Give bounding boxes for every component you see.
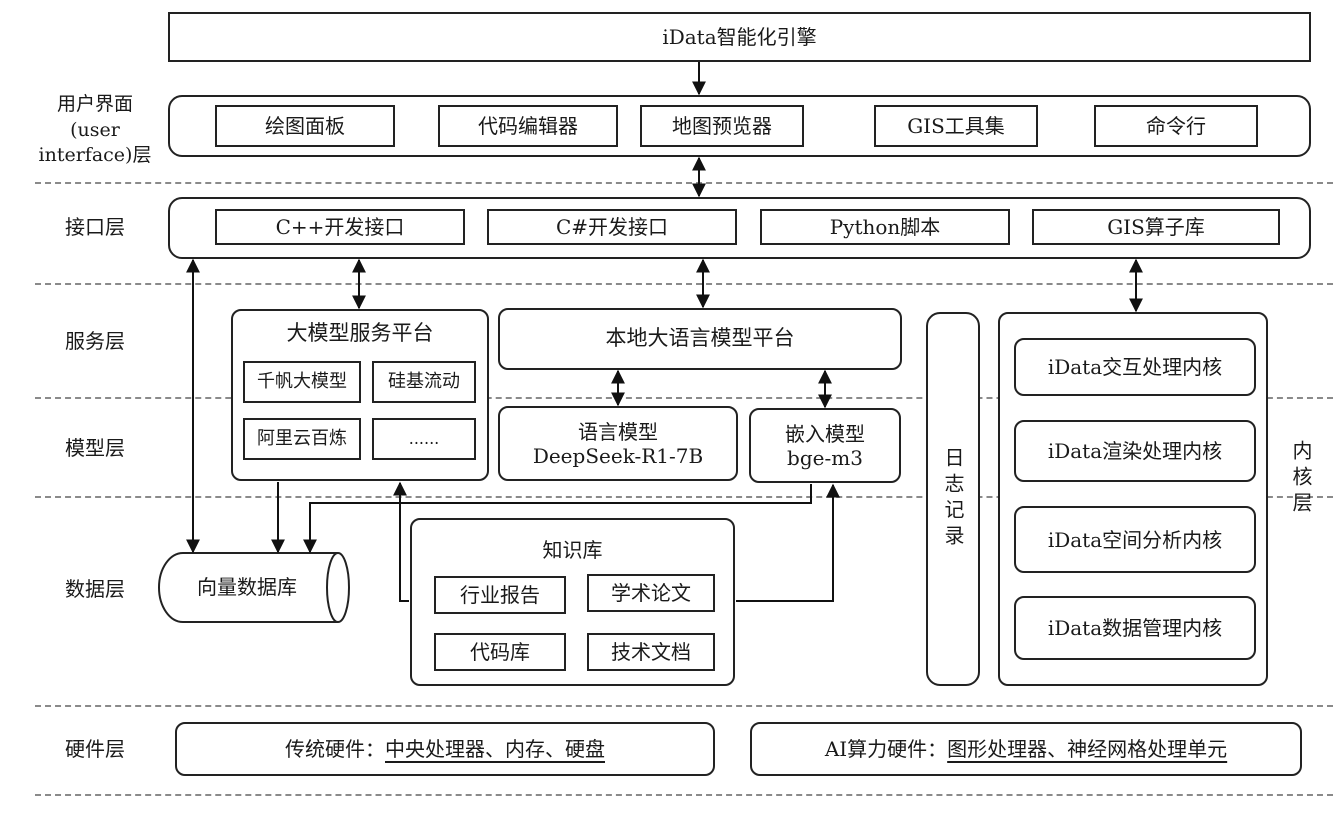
ui-layer-label-line3: interface)层 <box>38 144 152 167</box>
ui-layer-label-line1: 用户界面 <box>56 93 133 115</box>
ui-item-command-line[interactable]: 命令行 <box>1094 105 1258 147</box>
kb-item-label: 代码库 <box>470 640 530 664</box>
kernel-item-label: iData数据管理内核 <box>1047 616 1223 640</box>
embedding-model-name: bge-m3 <box>787 445 863 470</box>
interface-item-label: C#开发接口 <box>555 215 669 239</box>
ai-hardware-box: AI算力硬件：图形处理器、神经网格处理单元 <box>750 722 1302 776</box>
kernel-data-management[interactable]: iData数据管理内核 <box>1014 596 1256 660</box>
interface-item-label: Python脚本 <box>829 215 941 239</box>
engine-title: iData智能化引擎 <box>662 25 817 49</box>
local-llm-platform: 本地大语言模型平台 <box>498 308 902 370</box>
model-layer-label: 模型层 <box>65 436 125 460</box>
ui-item-label: 命令行 <box>1146 114 1206 138</box>
kb-item-industry-report[interactable]: 行业报告 <box>434 576 566 614</box>
llm-provider-label: 千帆大模型 <box>257 371 347 393</box>
traditional-hardware-box: 传统硬件：中央处理器、内存、硬盘 <box>175 722 715 776</box>
ui-layer-label-line2: (user <box>70 118 120 141</box>
ui-item-map-previewer[interactable]: 地图预览器 <box>640 105 804 147</box>
separator-ui-interface <box>35 182 1333 184</box>
llm-provider-label: ...... <box>408 429 440 449</box>
arrow-kb-llm-service <box>393 481 409 602</box>
idata-engine-box: iData智能化引擎 <box>168 12 1311 62</box>
llm-provider-bailian[interactable]: 阿里云百炼 <box>243 418 361 460</box>
knowledge-base-title: 知识库 <box>542 538 603 562</box>
kernel-layer-label: 内核层 <box>1289 440 1313 518</box>
language-model-title: 语言模型 <box>578 419 658 444</box>
separator-data-hardware <box>35 705 1333 707</box>
kernel-item-label: iData空间分析内核 <box>1047 527 1223 552</box>
data-layer-label: 数据层 <box>65 577 125 601</box>
kernel-interaction[interactable]: iData交互处理内核 <box>1014 338 1256 396</box>
kb-item-label: 技术文档 <box>611 640 691 664</box>
interface-item-cpp-api[interactable]: C++开发接口 <box>215 209 465 245</box>
ui-layer-label: 用户界面 (user interface)层 <box>30 92 160 169</box>
ui-item-label: GIS工具集 <box>907 114 1005 138</box>
interface-item-label: GIS算子库 <box>1107 215 1205 239</box>
ui-item-code-editor[interactable]: 代码编辑器 <box>438 105 618 147</box>
arrow-kb-embedding <box>736 483 840 602</box>
vector-db-label[interactable]: 向量数据库 <box>197 575 297 599</box>
interface-item-label: C++开发接口 <box>275 215 405 239</box>
embedding-model-box: 嵌入模型 bge-m3 <box>749 408 901 483</box>
interface-item-gis-operator-lib[interactable]: GIS算子库 <box>1032 209 1280 245</box>
llm-provider-label: 阿里云百炼 <box>257 428 347 450</box>
interface-layer-label: 接口层 <box>65 215 125 239</box>
interface-item-python-script[interactable]: Python脚本 <box>760 209 1010 245</box>
kernel-item-label: iData交互处理内核 <box>1047 355 1223 379</box>
kernel-spatial-analysis[interactable]: iData空间分析内核 <box>1014 506 1256 573</box>
ui-item-drawing-panel[interactable]: 绘图面板 <box>215 105 395 147</box>
ai-hardware-prefix: AI算力硬件： <box>824 737 948 761</box>
traditional-hardware-prefix: 传统硬件： <box>285 737 385 761</box>
ui-item-gis-toolset[interactable]: GIS工具集 <box>874 105 1038 147</box>
local-llm-platform-title: 本地大语言模型平台 <box>605 326 795 351</box>
separator-hardware-bottom <box>35 794 1333 796</box>
traditional-hardware-detail: 中央处理器、内存、硬盘 <box>385 737 605 761</box>
kb-item-code-repo[interactable]: 代码库 <box>434 633 566 671</box>
language-model-box: 语言模型 DeepSeek-R1-7B <box>498 406 738 481</box>
ui-item-label: 地图预览器 <box>672 114 772 138</box>
hardware-layer-label: 硬件层 <box>65 737 125 761</box>
interface-item-csharp-api[interactable]: C#开发接口 <box>487 209 737 245</box>
kernel-item-label: iData渲染处理内核 <box>1047 439 1223 463</box>
llm-provider-more[interactable]: ...... <box>372 418 476 460</box>
kb-item-label: 行业报告 <box>460 583 540 607</box>
ui-item-label: 代码编辑器 <box>478 114 578 138</box>
kb-item-tech-docs[interactable]: 技术文档 <box>587 633 715 671</box>
service-layer-label: 服务层 <box>65 329 125 353</box>
separator-service-model <box>35 397 1333 399</box>
llm-provider-siliconflow[interactable]: 硅基流动 <box>372 361 476 403</box>
embedding-model-title: 嵌入模型 <box>785 421 865 446</box>
ui-item-label: 绘图面板 <box>265 114 345 138</box>
llm-service-platform-title: 大模型服务平台 <box>286 321 434 345</box>
logging-label: 日志记录 <box>941 447 965 551</box>
llm-provider-label: 硅基流动 <box>388 371 460 393</box>
logging-column: 日志记录 <box>926 312 980 686</box>
ai-hardware-detail: 图形处理器、神经网格处理单元 <box>947 737 1228 761</box>
kb-item-academic-paper[interactable]: 学术论文 <box>587 574 715 612</box>
kernel-rendering[interactable]: iData渲染处理内核 <box>1014 420 1256 482</box>
kb-item-label: 学术论文 <box>611 581 691 605</box>
separator-interface-service <box>35 283 1333 285</box>
llm-provider-qianfan[interactable]: 千帆大模型 <box>243 361 361 403</box>
language-model-name: DeepSeek-R1-7B <box>532 443 704 468</box>
